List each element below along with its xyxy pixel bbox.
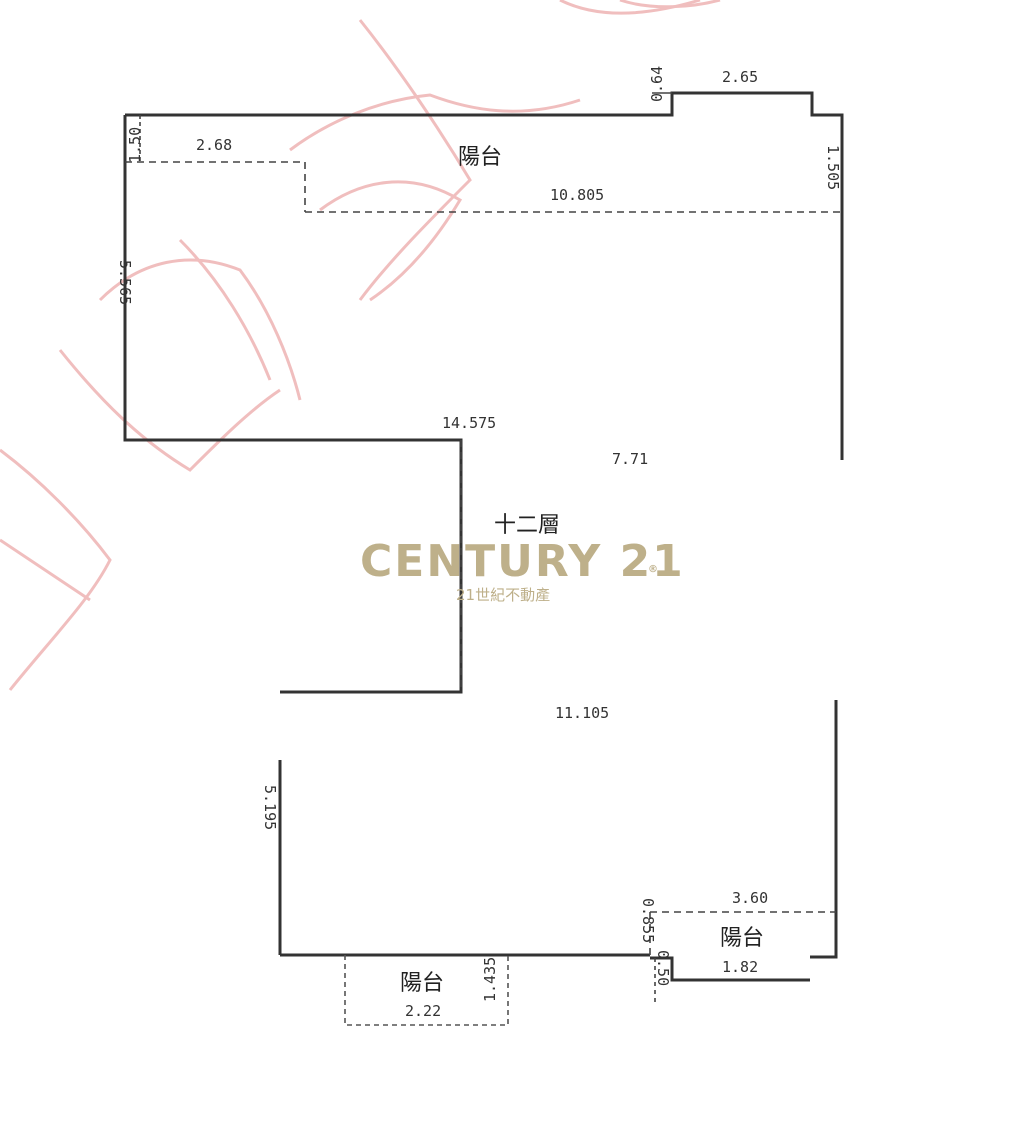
dim-right-top-height: 1.505 [824, 145, 842, 190]
dim-bb-balcony-width: 2.22 [405, 1002, 441, 1020]
balcony-label-bottom: 陽台 [400, 971, 444, 996]
floor-outline [123, 91, 844, 982]
dim-right-wall-height: 7.71 [612, 450, 648, 468]
dimension-labels: 2.65 0.64 1.505 1.50 2.68 10.805 5.565 1… [116, 66, 842, 1020]
dim-left-upper-height: 5.565 [116, 260, 134, 305]
dim-top-notch-small: 0.64 [648, 66, 666, 102]
balcony-label-top: 陽台 [458, 145, 502, 170]
dim-balcony-top-left: 2.68 [196, 136, 232, 154]
century21-subtitle: 21世紀不動產 [456, 586, 550, 604]
dim-br-balcony-height: 0.855 [639, 898, 657, 943]
dim-br-balcony-width: 3.60 [732, 889, 768, 907]
balcony-label-right: 陽台 [720, 926, 764, 951]
dim-lower-width: 11.105 [555, 704, 609, 722]
dim-middle-step-width: 14.575 [442, 414, 496, 432]
registered-mark: ® [648, 564, 658, 575]
stamp-watermark [0, 0, 721, 691]
notch-lines [139, 92, 672, 1005]
dim-br-small: 0.50 [654, 950, 672, 986]
dim-lower-left-height: 5.195 [261, 785, 279, 830]
dashed-lines [125, 161, 842, 958]
dim-balcony-top-line: 10.805 [550, 186, 604, 204]
dim-left-top-height: 1.50 [126, 127, 144, 163]
century21-watermark: CENTURY 21 ® 21世紀不動產 [360, 536, 685, 604]
dim-bb-balcony-height: 1.435 [481, 957, 499, 1002]
century21-logo: CENTURY 21 [360, 536, 685, 587]
floor-label: 十二層 [494, 513, 560, 538]
dim-top-notch-width: 2.65 [722, 68, 758, 86]
room-labels: 陽台 十二層 陽台 陽台 [400, 145, 764, 996]
dim-br-balcony-bottom: 1.82 [722, 958, 758, 976]
